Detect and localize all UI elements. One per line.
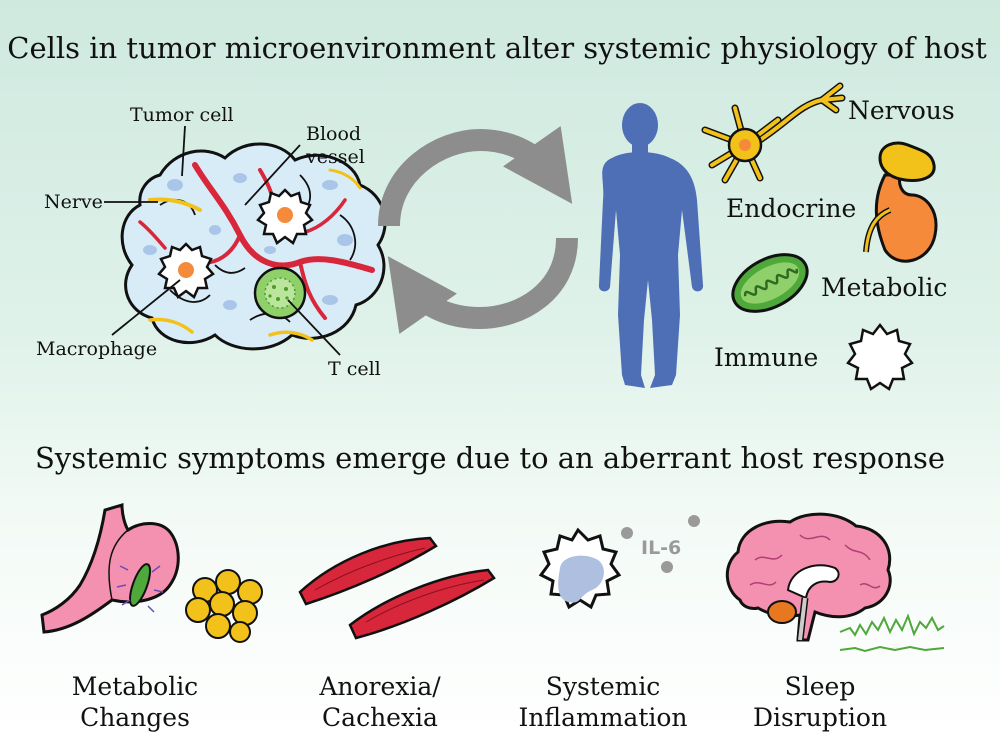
neuron-icon <box>701 82 846 184</box>
tumor-cell-nuclei <box>143 173 353 310</box>
mitochondrion-icon <box>731 253 809 313</box>
arrow-upper <box>378 125 573 227</box>
immune-cell-icon <box>846 322 914 391</box>
arrow-lower <box>387 237 578 335</box>
top-title: Cells in tumor microenvironment alter sy… <box>7 31 987 65</box>
nerve-fibers <box>148 168 362 342</box>
symptom-3-line1: Systemic <box>546 672 661 701</box>
symptom-1-line1: Metabolic <box>72 672 198 701</box>
label-nervous: Nervous <box>848 96 955 125</box>
symptom-4-line2: Disruption <box>753 703 887 732</box>
label-blood-vessel-line1: Blood <box>306 123 361 145</box>
symptom-4-line1: Sleep <box>785 672 856 701</box>
cycle-arrows <box>378 125 578 335</box>
tumor-microenvironment <box>104 125 387 356</box>
brain-icon <box>725 512 892 642</box>
inflammation-cell-icon <box>538 527 622 610</box>
symptom-3-line2: Inflammation <box>518 703 687 732</box>
macrophage-upper <box>256 188 314 245</box>
tumor-mass <box>120 142 387 351</box>
label-tumor-cell: Tumor cell <box>130 104 234 126</box>
kidney-icon <box>863 141 938 263</box>
fat-cells-icon <box>185 569 263 643</box>
macrophage-lower <box>157 242 215 299</box>
symptom-1-line2: Changes <box>80 703 190 732</box>
label-metabolic: Metabolic <box>821 273 947 302</box>
stomach-icon <box>40 502 180 634</box>
label-macrophage: Macrophage <box>36 338 157 360</box>
muscle-icon <box>298 536 496 640</box>
label-endocrine: Endocrine <box>726 194 856 223</box>
label-blood-vessel-line2: vessel <box>305 146 365 168</box>
symptom-2-line2: Cachexia <box>322 703 438 732</box>
symptom-2-line1: Anorexia/ <box>318 672 441 701</box>
label-il6: IL-6 <box>641 537 681 559</box>
sleep-wave-icon <box>839 613 945 653</box>
label-immune: Immune <box>714 343 818 372</box>
label-nerve: Nerve <box>44 191 103 213</box>
cytokine-dots <box>621 515 700 573</box>
leader-lines <box>104 125 341 356</box>
bottom-title: Systemic symptoms emerge due to an aberr… <box>35 441 945 475</box>
human-body <box>598 103 704 388</box>
label-t-cell: T cell <box>328 358 381 380</box>
blood-vessels <box>138 162 375 320</box>
